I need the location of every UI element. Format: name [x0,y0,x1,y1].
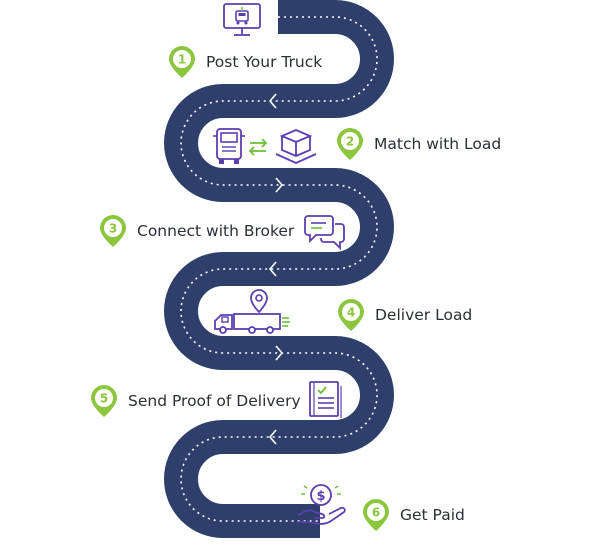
step-number: 3 [109,222,117,236]
number-pin-icon: 4 [338,299,364,331]
chat-bubbles-icon [304,215,345,250]
step-label: Connect with Broker [137,222,295,240]
step-2: 2 Match with Load [336,127,501,161]
truck-box-match-icon [213,128,317,164]
step-label: Get Paid [400,506,465,524]
step-number: 2 [346,135,354,149]
road-separator [275,345,284,361]
number-pin-icon: 5 [91,385,117,417]
svg-text:$: $ [316,489,325,504]
road-separator [268,93,277,109]
hand-dollar-icon: $ [297,484,346,525]
step-label: Send Proof of Delivery [128,392,301,410]
step-4: 4 Deliver Load [337,298,472,332]
step-3: 3 Connect with Broker [99,214,294,248]
delivery-truck-location-icon [214,289,290,334]
step-5: 5 Send Proof of Delivery [90,384,301,418]
step-label: Post Your Truck [206,53,323,71]
number-pin-icon: 2 [337,128,363,160]
step-6: 6 Get Paid [362,498,465,532]
step-number: 4 [347,306,355,320]
number-pin-icon: 1 [169,46,195,78]
step-number: 1 [178,53,186,67]
road-separator [268,429,277,445]
step-1: 1 Post Your Truck [168,45,322,79]
number-pin-icon: 3 [100,215,126,247]
road-separator [275,177,284,193]
computer-truck-icon [223,3,261,36]
step-label: Match with Load [374,135,502,153]
step-number: 5 [100,392,108,406]
road-separator [268,261,277,277]
document-checklist-icon [309,381,342,418]
step-label: Deliver Load [375,306,473,324]
number-pin-icon: 6 [363,499,389,531]
step-number: 6 [372,506,380,520]
road-center-dashes [180,16,378,522]
